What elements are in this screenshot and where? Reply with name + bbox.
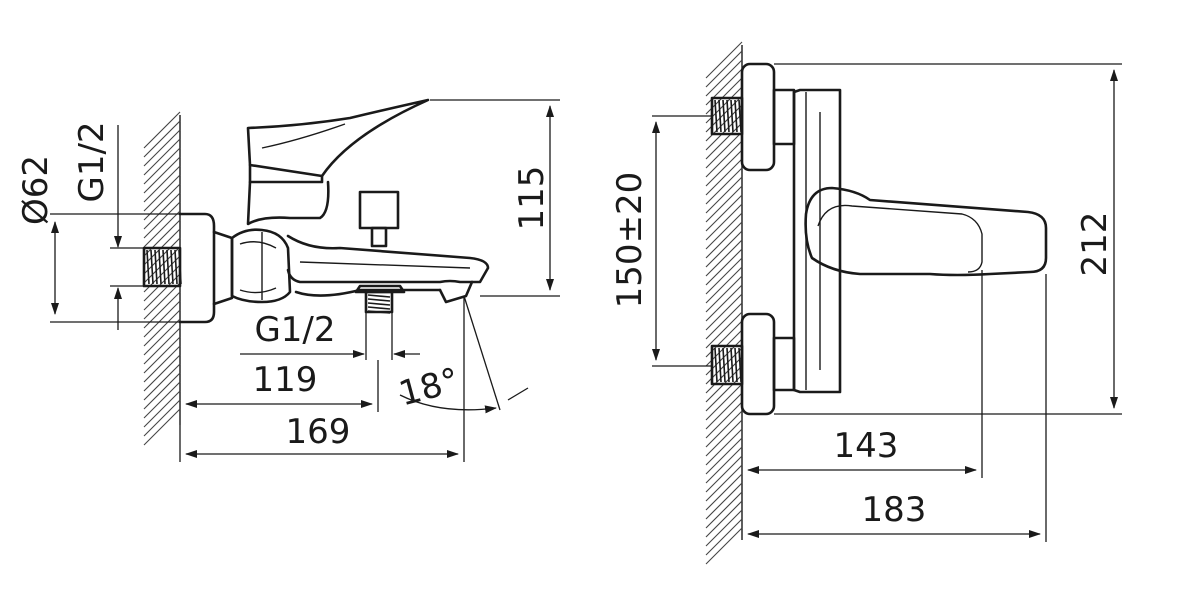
dim-width-183: 183 [747,274,1047,542]
dim-spacing-150: 150±20 [610,115,712,367]
side-shower-outlet [354,284,406,314]
dim-outlet-distance-119: 119 [179,360,379,462]
label-height-front: 212 [1075,212,1115,277]
dim-angle-18: 18° [395,295,529,414]
dim-height-115: 115 [430,99,560,297]
label-wall-thread: G1/2 [72,121,112,202]
front-lever-handle [804,186,1048,277]
side-spout [286,234,490,304]
label-height-side: 115 [512,166,552,231]
label-depth: 169 [286,412,351,452]
dim-depth-169: 169 [185,296,465,462]
label-diameter: Ø62 [16,155,56,225]
label-spacing: 150±20 [610,172,650,309]
dim-outlet-thread: G1/2 [240,310,420,360]
side-wall-thread [142,246,182,288]
side-cartridge-body [246,163,330,226]
label-handle-length: 143 [834,426,899,466]
side-lever-handle [246,98,430,178]
front-bottom-escutcheon [710,312,796,416]
side-escutcheon [178,212,234,324]
front-mixer-body [792,88,842,394]
label-overall-width: 183 [862,490,927,530]
front-top-escutcheon [710,62,796,172]
label-outlet-distance: 119 [253,360,318,400]
label-outlet-thread: G1/2 [254,310,335,350]
side-diverter-knob [358,190,400,248]
side-connection-nut [230,228,292,304]
dim-handle-143: 143 [747,270,983,478]
front-view: 150±20 212 143 183 [610,41,1122,565]
dim-wall-thread: G1/2 [72,121,144,330]
dim-height-212: 212 [774,63,1122,415]
label-angle: 18° [395,360,464,414]
dim-diameter-62: Ø62 [16,155,180,323]
side-view: Ø62 G1/2 115 G1/2 [16,98,560,462]
side-wall-hatching [143,111,181,446]
